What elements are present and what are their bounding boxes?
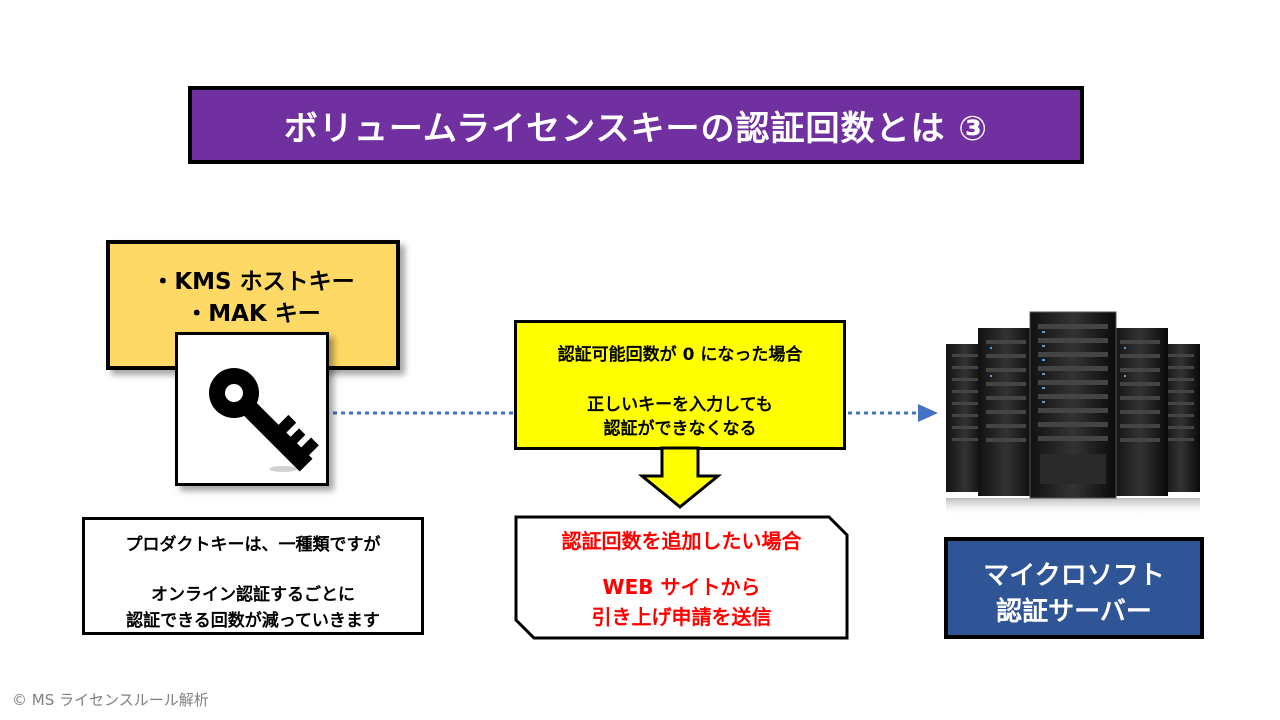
key-image-box: [175, 332, 329, 486]
server-label-line-2: 認証サーバー: [996, 597, 1152, 627]
condition-line-2: 正しいキーを入力しても: [587, 395, 773, 415]
description-line-2: オンライン認証するごとに: [151, 585, 355, 605]
addition-box-frame: [514, 515, 849, 640]
addition-line-1: 認証回数を追加したい場合: [561, 529, 802, 553]
condition-line-3: 認証ができなくなる: [603, 419, 757, 439]
key-icon: [209, 368, 319, 472]
page-title: ボリュームライセンスキーの認証回数とは ③: [188, 86, 1084, 164]
description-line-1: プロダクトキーは、一種類ですが: [125, 535, 381, 555]
server-label: マイクロソフト 認証サーバー: [944, 537, 1204, 639]
addition-box: 認証回数を追加したい場合 WEB サイトから 引き上げ申請を送信: [514, 515, 849, 640]
server-label-line-1: マイクロソフト: [983, 561, 1165, 591]
condition-line-1: 認証可能回数が 0 になった場合: [557, 345, 803, 365]
page-title-text: ボリュームライセンスキーの認証回数とは ③: [283, 108, 989, 149]
key-type-kms: ・KMS ホストキー: [151, 269, 355, 295]
key-type-mak: ・MAK キー: [185, 301, 321, 327]
addition-line-2: WEB サイトから: [602, 575, 761, 599]
copyright-notice: © MS ライセンスルール解析: [12, 691, 209, 709]
addition-line-3: 引き上げ申請を送信: [591, 605, 772, 629]
down-arrow-icon: [638, 446, 722, 509]
server-rack-icon: [946, 311, 1200, 516]
description-line-3: 認証できる回数が減っていきます: [126, 611, 380, 631]
description-box: プロダクトキーは、一種類ですが オンライン認証するごとに 認証できる回数が減って…: [82, 517, 424, 635]
condition-box: 認証可能回数が 0 になった場合 正しいキーを入力しても 認証ができなくなる: [514, 320, 846, 450]
